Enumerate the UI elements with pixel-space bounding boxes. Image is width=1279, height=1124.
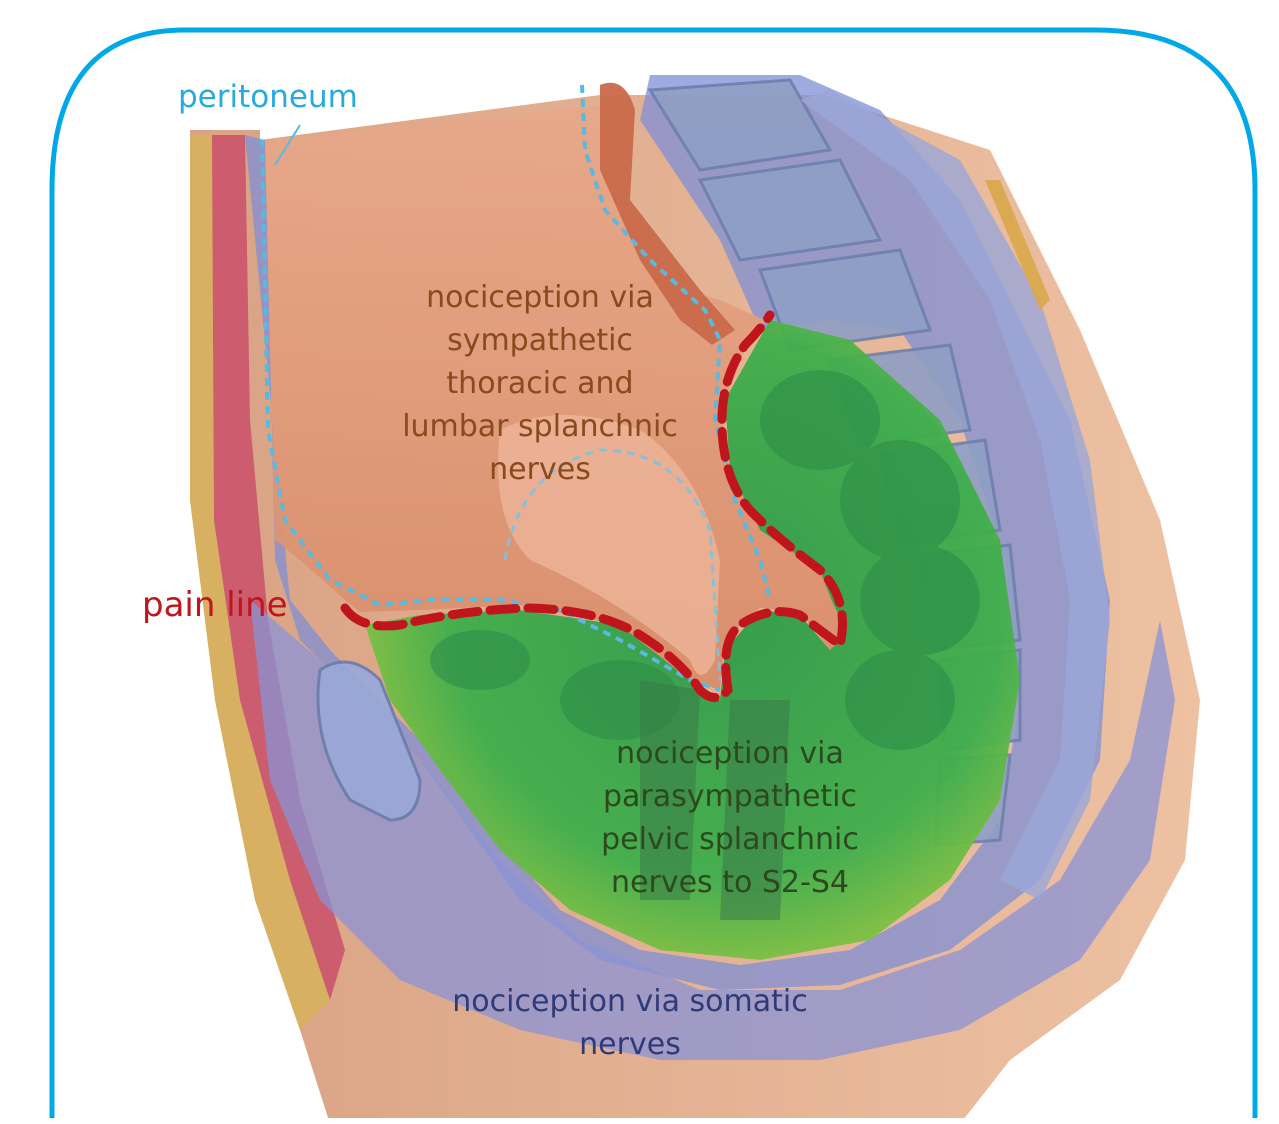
sympathetic-label-line: thoracic and: [370, 362, 710, 405]
sympathetic-label-line: nerves: [370, 448, 710, 491]
sympathetic-label-line: sympathetic: [370, 319, 710, 362]
pain-line-label-text: pain line: [142, 584, 288, 627]
peritoneum-label: peritoneum: [178, 78, 358, 117]
somatic-label: nociception via somatic nerves: [410, 980, 850, 1066]
sympathetic-label-line: nociception via: [370, 276, 710, 319]
peritoneum-label-text: peritoneum: [178, 78, 358, 117]
parasympathetic-label-line: parasympathetic: [570, 775, 890, 818]
sympathetic-label-line: lumbar splanchnic: [370, 405, 710, 448]
somatic-label-line: nerves: [410, 1023, 850, 1066]
parasympathetic-label-line: nerves to S2-S4: [570, 861, 890, 904]
parasympathetic-label-line: pelvic splanchnic: [570, 818, 890, 861]
pain-line-label: pain line: [142, 584, 288, 627]
somatic-label-line: nociception via somatic: [410, 980, 850, 1023]
parasympathetic-label: nociception via parasympathetic pelvic s…: [570, 732, 890, 904]
sympathetic-label: nociception via sympathetic thoracic and…: [370, 276, 710, 491]
parasympathetic-label-line: nociception via: [570, 732, 890, 775]
